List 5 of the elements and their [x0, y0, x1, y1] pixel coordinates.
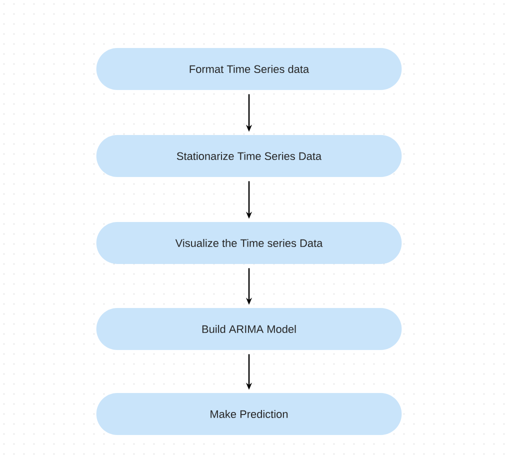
process-pill: Visualize the Time series Data — [96, 222, 402, 264]
process-pill: Build ARIMA Model — [96, 308, 402, 350]
process-pill: Stationarize Time Series Data — [96, 135, 402, 177]
process-pill: Format Time Series data — [96, 48, 402, 90]
process-pill: Make Prediction — [96, 393, 402, 435]
